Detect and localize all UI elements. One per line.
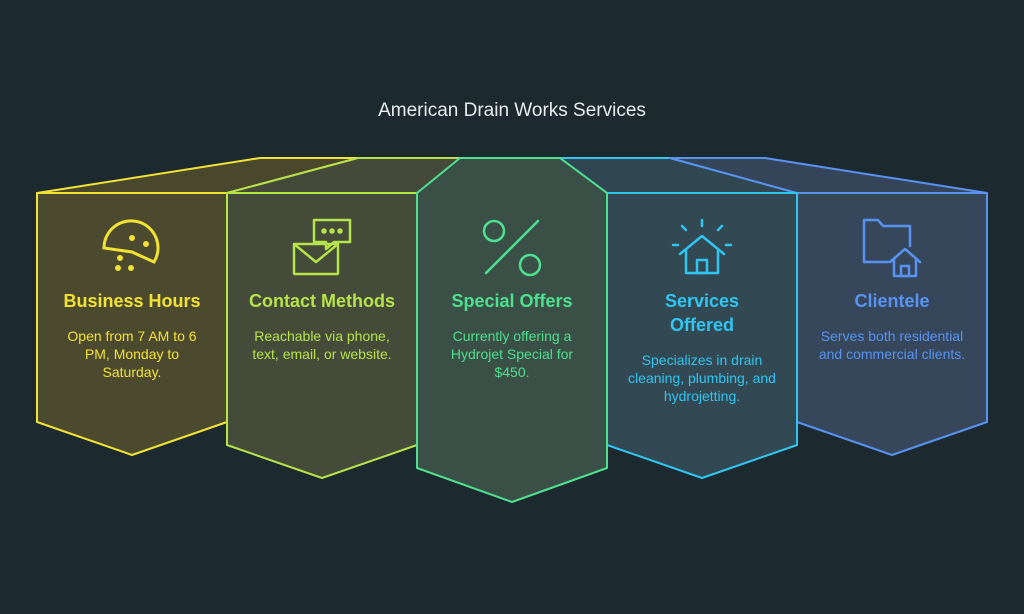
card-description: Reachable via phone, text, email, or web… <box>252 328 392 362</box>
card-heading: Special Offers <box>451 291 573 311</box>
card-contact-methods: Contact Methods Reachable via phone, tex… <box>227 289 417 363</box>
card-clientele: Clientele Serves both residential and co… <box>797 289 987 363</box>
percent-icon <box>482 219 542 277</box>
card-description: Open from 7 AM to 6 PM, Monday to Saturd… <box>67 328 197 380</box>
card-heading: Contact Methods <box>249 291 395 311</box>
card-business-hours: Business Hours Open from 7 AM to 6 PM, M… <box>37 289 227 381</box>
card-1-shape <box>36 192 228 456</box>
diagram-title: American Drain Works Services <box>378 100 646 121</box>
card-heading: Services Offered <box>664 291 740 335</box>
house-rays-icon <box>671 218 733 275</box>
card-description: Specializes in drain cleaning, plumbing,… <box>628 352 776 404</box>
card-services-offered: Services Offered Specializes in drain cl… <box>607 289 797 405</box>
folder-house-icon <box>862 218 922 278</box>
card-special-offers: Special Offers Currently offering a Hydr… <box>417 289 607 381</box>
card-description: Currently offering a Hydrojet Special fo… <box>450 328 574 380</box>
card-heading: Business Hours <box>63 291 201 311</box>
card-2-shape <box>226 192 418 479</box>
card-description: Serves both residential and commercial c… <box>818 328 966 362</box>
clock-icon <box>102 219 160 271</box>
card-heading: Clientele <box>854 291 930 311</box>
envelope-chat-icon <box>292 218 352 276</box>
card-3-shape <box>416 157 608 503</box>
